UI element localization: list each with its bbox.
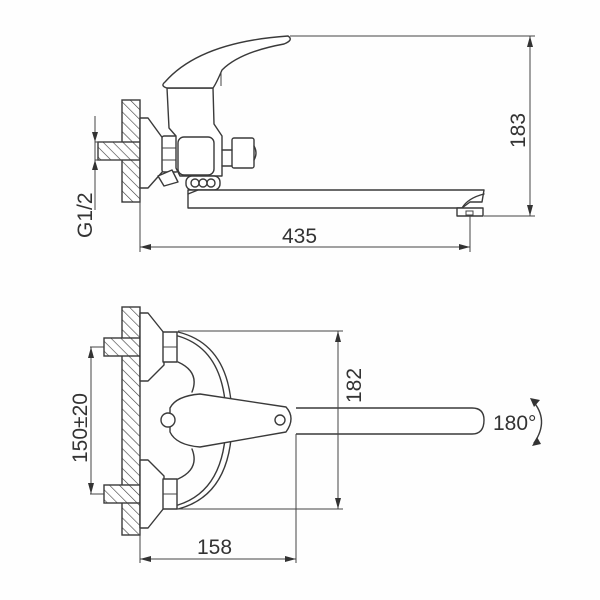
- valve-chamber: [177, 136, 215, 176]
- rotation-indicator: 180°: [493, 398, 543, 446]
- dim-height-label: 183: [507, 113, 530, 148]
- pipe-stub: [97, 141, 141, 161]
- pipe-stub-upper: [103, 337, 141, 357]
- dim-projection-label: 158: [197, 536, 232, 559]
- dim-depth-label: 182: [343, 368, 366, 403]
- rotation-label: 180°: [493, 412, 536, 435]
- spout-top: [296, 407, 485, 435]
- handle-pivot: [274, 414, 286, 426]
- top-view: 180° 150±20 182 158: [69, 306, 543, 563]
- side-view: G1/2 435 183: [74, 35, 535, 252]
- lever-handle-top: [169, 393, 292, 448]
- spout: [187, 189, 485, 209]
- dim-center-distance: 150±20: [69, 346, 104, 495]
- dim-thread: G1/2: [74, 116, 122, 238]
- dim-center-distance-label: 150±20: [69, 393, 92, 463]
- diverter-tab: [157, 169, 179, 187]
- outlet-connector: [231, 137, 255, 169]
- cartridge-cap: [160, 412, 176, 428]
- pipe-stub-lower: [103, 484, 141, 504]
- wall-section-top: [121, 306, 141, 536]
- lever-handle: [162, 35, 291, 89]
- dim-projection: 158: [139, 434, 297, 563]
- dim-length-label: 435: [282, 225, 317, 248]
- dim-height: 183: [290, 35, 535, 217]
- escutcheon-lower: [139, 459, 165, 529]
- dim-length: 435: [139, 188, 471, 252]
- escutcheon-upper: [139, 312, 165, 382]
- dim-thread-label: G1/2: [74, 192, 97, 238]
- dim-depth: 182: [178, 330, 366, 510]
